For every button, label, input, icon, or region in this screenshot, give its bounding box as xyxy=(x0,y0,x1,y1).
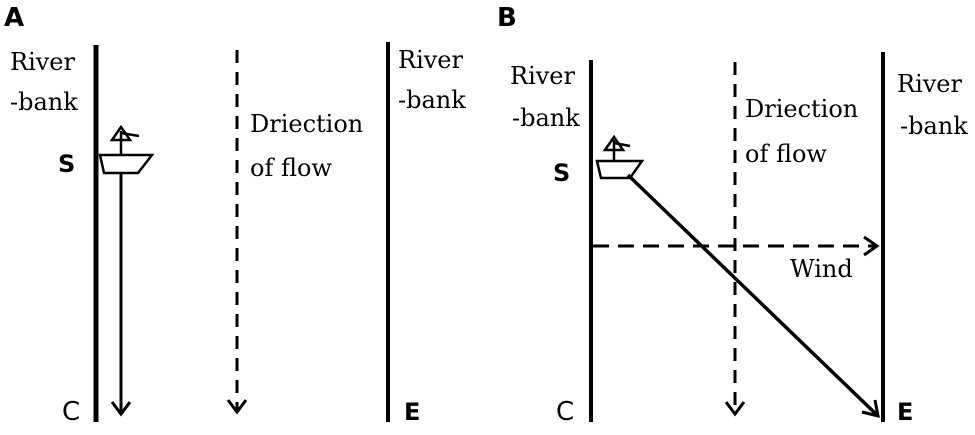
panel-b-letter: B xyxy=(497,3,517,33)
panel-a-right-bank-label-line1: River xyxy=(398,46,464,74)
panel-a-left-bank-label-line2: -bank xyxy=(10,88,78,116)
panel-b-right-bank-label-line1: River xyxy=(897,70,963,98)
panel-a-point-c: C xyxy=(62,397,80,427)
panel-a-right-bank-label-line2: -bank xyxy=(398,86,466,114)
panel-b-boat-icon xyxy=(595,134,645,180)
panel-a-flow-label-line2: of flow xyxy=(250,154,332,182)
panel-a-left-bank-label-line1: River xyxy=(10,48,76,76)
panel-b-resultant-arrowhead-icon xyxy=(861,399,880,419)
panel-b-point-e: E xyxy=(897,398,913,426)
panel-a-flow-arrowhead-icon xyxy=(226,399,248,415)
panel-b-left-bank-label-line1: River xyxy=(510,62,576,90)
panel-b-flow-arrowhead-icon xyxy=(724,401,746,417)
panel-b-point-c: C xyxy=(556,397,574,427)
panel-a-letter: A xyxy=(4,3,24,33)
panel-a-boat-path-arrowhead-icon xyxy=(110,401,132,417)
panel-b-flow-label-line2: of flow xyxy=(745,140,827,168)
panel-b-left-bank-label-line2: -bank xyxy=(512,104,580,132)
panel-a: A River -bank River -bank Driection of f… xyxy=(4,3,466,427)
panel-a-point-e: E xyxy=(404,398,420,426)
panel-a-flow-label-line1: Driection xyxy=(250,110,363,138)
panel-b-wind-label: Wind xyxy=(790,255,853,283)
panel-b-wind-arrowhead-icon xyxy=(863,235,880,257)
panel-b: B River -bank River -bank Driection of f… xyxy=(497,3,968,427)
panel-b-flow-label-line1: Driection xyxy=(745,95,858,123)
panel-b-resultant-path-line xyxy=(626,173,879,417)
panel-a-point-s: S xyxy=(58,150,75,178)
panel-b-point-s: S xyxy=(553,159,570,187)
panel-a-boat-icon xyxy=(98,124,155,175)
panel-b-right-bank-label-line2: -bank xyxy=(900,112,968,140)
